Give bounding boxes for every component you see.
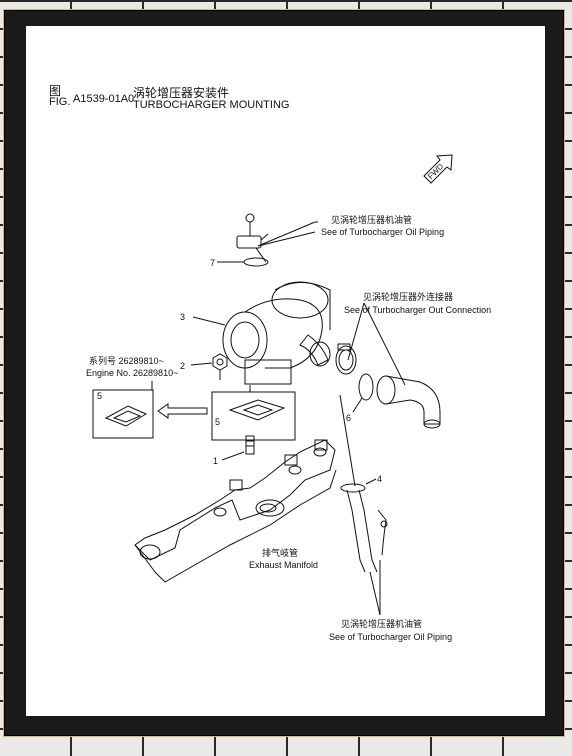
arrow-left-icon <box>157 403 208 419</box>
turbocharger <box>222 281 331 385</box>
figure-prefix-cn: 图 <box>49 84 62 98</box>
part-number-1: 1 <box>213 456 219 466</box>
oil-drain-tube <box>339 394 388 573</box>
callout-engine-serial-en: Engine No. 26289810~ <box>86 368 179 378</box>
part-number-5-new: 5 <box>215 417 221 427</box>
diagram-page <box>26 26 545 716</box>
figure-prefix-en: FIG. <box>49 96 71 108</box>
oil-inlet-fitting <box>220 213 269 267</box>
callout-manifold-en: Exhaust Manifold <box>249 560 319 570</box>
callout-oil-piping-top-en: See of Turbocharger Oil Piping <box>321 227 445 237</box>
figure-title-en: TURBOCHARGER MOUNTING <box>133 99 290 111</box>
callout-oil-piping-bottom-cn: 见涡轮增压器机油管 <box>341 619 423 629</box>
part-number-2: 2 <box>180 361 186 371</box>
part-number-6: 6 <box>346 413 352 423</box>
gasket-inset-new <box>211 391 296 441</box>
exhaust-manifold <box>134 439 337 583</box>
v-band-clamp <box>335 343 357 375</box>
callout-out-connection-cn: 见涡轮增压器外连接器 <box>363 292 454 302</box>
part-number-5-old: 5 <box>97 391 103 401</box>
part-number-7: 7 <box>210 258 216 268</box>
part-number-4: 4 <box>377 474 383 484</box>
callout-manifold-cn: 排气岐管 <box>262 548 299 558</box>
part-number-3: 3 <box>180 312 186 322</box>
stud-bolt <box>245 385 255 455</box>
gasket-inset-old <box>92 389 154 439</box>
callout-oil-piping-bottom-en: See of Turbocharger Oil Piping <box>329 632 453 642</box>
callout-engine-serial-cn: 系列号 26289810~ <box>89 356 164 366</box>
fwd-arrow-icon: FWD <box>423 154 453 184</box>
figure-title-cn: 涡轮增压器安装件 <box>133 86 230 100</box>
outlet-elbow <box>376 375 441 429</box>
nut-icon <box>212 353 228 380</box>
callout-oil-piping-top-cn: 见涡轮增压器机油管 <box>331 215 413 225</box>
figure-number: A1539-01A0 <box>73 93 135 105</box>
outlet-gasket <box>358 373 374 401</box>
callout-out-connection-en: See of Turbocharger Out Connection <box>344 305 492 315</box>
